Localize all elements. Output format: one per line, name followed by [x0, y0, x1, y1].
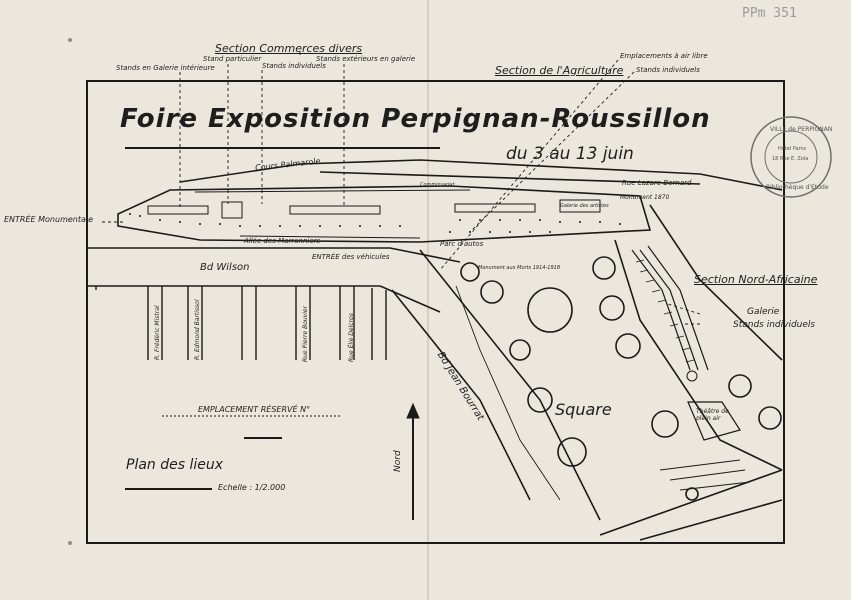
- roads: [88, 159, 783, 541]
- section-na-label: Section Nord-Africaine: [694, 273, 818, 286]
- north-arrow: [406, 402, 420, 520]
- legend-lines: [125, 415, 340, 490]
- section-agriculture-label: Section de l'Agriculture: [495, 64, 624, 77]
- library-stamp: [750, 116, 832, 198]
- rue-lazare-label: Rue Lazare Bernard: [622, 179, 692, 187]
- stamp-line-1: VILLE de PERPIGNAN: [770, 126, 833, 133]
- square-paths: [455, 285, 751, 501]
- stand-dots: [129, 213, 621, 233]
- galerie-label: Galerie: [747, 307, 780, 317]
- stands-ext-galerie-label: Stands extérieurs en galerie: [316, 55, 416, 63]
- stamp-line-4: 18 Rue E. Zola: [772, 156, 809, 162]
- na-galleries: [631, 245, 709, 371]
- theatre-outline: [687, 401, 741, 441]
- rue-frederic-label: R. Frédéric Mistral: [154, 305, 161, 360]
- parc-autos-label: Parc d'autos: [440, 240, 484, 248]
- entree-vehicules-label: ENTRÉE des véhicules: [312, 253, 390, 261]
- exhibition-outline: [117, 185, 652, 243]
- rue-lazare-line: [319, 171, 701, 185]
- stands-galerie-int-label: Stands en Galerie intérieure: [116, 64, 215, 72]
- rue-elie-label: Rue Élie Delcros: [348, 313, 355, 362]
- section-commerces-label: Section Commerces divers: [215, 42, 363, 55]
- plan-label: Plan des lieux: [126, 457, 224, 473]
- map-frame: [86, 80, 785, 544]
- emplacements-label: Emplacements à air libre: [620, 52, 708, 60]
- corner-marks: [68, 38, 72, 545]
- stand-rows: [147, 189, 601, 239]
- na-edge-2: [614, 239, 783, 471]
- leader-lines: [102, 52, 701, 325]
- bourrat-west: [391, 289, 531, 501]
- cours-palmarole-line: [179, 159, 783, 191]
- square-label: Square: [555, 400, 612, 419]
- reserved-label: EMPLACEMENT RÉSERVÉ N°: [198, 405, 311, 414]
- catalog-number: PPm 351: [742, 6, 797, 21]
- stamp-line-3: Hôtel Pams: [778, 146, 807, 152]
- nord-label: Nord: [393, 450, 403, 472]
- bd-wilson-label: Bd Wilson: [200, 262, 250, 273]
- stands-indiv-top-label: Stands individuels: [262, 62, 326, 70]
- map-dates: du 3 au 13 juin: [506, 144, 634, 164]
- side-streets: [95, 286, 387, 360]
- stands-indiv-na-label: Stands individuels: [733, 320, 816, 330]
- na-galleries-ticks: [635, 259, 695, 363]
- stand-particulier-label: Stand particulier: [203, 55, 262, 63]
- monument-1870-label: Monument 1870: [620, 194, 670, 201]
- na-edge-1: [649, 204, 783, 361]
- stands-indiv-agri-label: Stands individuels: [636, 66, 700, 74]
- bottom-road-2: [639, 499, 783, 541]
- entree-monumentale-label: ENTRÉE Monumentale: [4, 215, 94, 224]
- galerie-artistes-label: Galerie des artistes: [560, 203, 609, 209]
- commissariat-label: Commissariat: [420, 182, 455, 188]
- theatre-label: Théâtre de plein air: [696, 408, 729, 422]
- scale-label: Echelle : 1/2.000: [218, 483, 286, 492]
- bourrat-east: [419, 249, 601, 521]
- bd-wilson-south: [88, 285, 441, 313]
- map-title: Foire Exposition Perpignan-Roussillon: [120, 104, 711, 134]
- stamp-line-2: Bibliothèque d'Etude: [766, 184, 829, 191]
- square-trees: [460, 256, 782, 501]
- fountain: [686, 370, 698, 382]
- bottom-road: [599, 469, 783, 536]
- allee-marronniers-label: Allée des Marronniers: [244, 237, 321, 245]
- monument-morts-label: Monument aux Morts 1914-1918: [478, 265, 560, 271]
- rue-edmond-label: R. Edmond Bartissol: [194, 299, 201, 361]
- bd-wilson-north: [88, 247, 461, 263]
- rue-pierre-label: Rue Pierre Bouvier: [302, 305, 309, 362]
